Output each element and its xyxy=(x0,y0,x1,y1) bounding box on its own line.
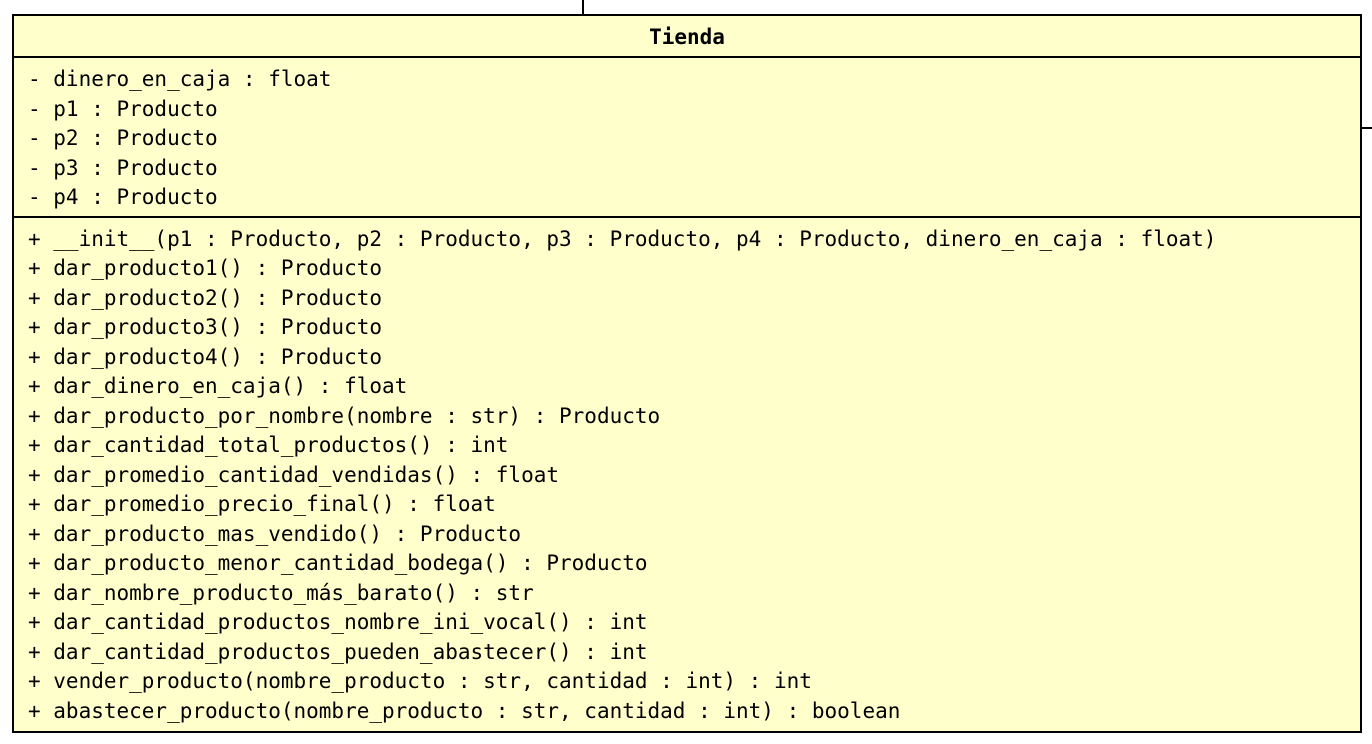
method-item: + vender_producto(nombre_producto : str,… xyxy=(28,669,812,693)
method-item: + dar_producto2() : Producto xyxy=(28,285,383,310)
method-item: + dar_dinero_en_caja() : float xyxy=(28,374,408,398)
method-item: + dar_cantidad_productos_pueden_abastece… xyxy=(28,639,648,664)
attribute-item: - dinero_en_caja : float xyxy=(28,67,332,91)
attribute-item: - p1 : Producto xyxy=(28,96,218,121)
method-item: + dar_producto1() : Producto xyxy=(28,256,383,280)
method-item: + __init__(p1 : Producto, p2 : Producto,… xyxy=(28,226,1217,251)
attributes-compartment: - dinero_en_caja : float - p1 : Producto… xyxy=(14,58,1360,218)
method-item: + dar_cantidad_total_productos() : int xyxy=(28,433,509,457)
method-item: + dar_promedio_precio_final() : float xyxy=(28,492,496,516)
method-item: + dar_cantidad_productos_nombre_ini_voca… xyxy=(28,610,648,634)
method-item: + abastecer_producto(nombre_producto : s… xyxy=(28,698,901,723)
class-box-tienda[interactable]: Tienda - dinero_en_caja : float - p1 : P… xyxy=(12,14,1362,733)
method-item: + dar_producto3() : Producto xyxy=(28,315,383,339)
method-item: + dar_producto_por_nombre(nombre : str) … xyxy=(28,403,661,428)
method-item: + dar_producto4() : Producto xyxy=(28,344,383,369)
method-item: + dar_producto_menor_cantidad_bodega() :… xyxy=(28,551,648,575)
methods-compartment: + __init__(p1 : Producto, p2 : Producto,… xyxy=(14,218,1360,730)
method-item: + dar_promedio_cantidad_vendidas() : flo… xyxy=(28,462,560,487)
class-name: Tienda xyxy=(14,16,1360,58)
method-item: + dar_producto_mas_vendido() : Producto xyxy=(28,521,522,546)
attribute-item: - p3 : Producto xyxy=(28,155,218,180)
method-item: + dar_nombre_producto_más_barato() : str xyxy=(28,580,534,605)
attribute-item: - p2 : Producto xyxy=(28,126,218,150)
attribute-item: - p4 : Producto xyxy=(28,185,218,209)
